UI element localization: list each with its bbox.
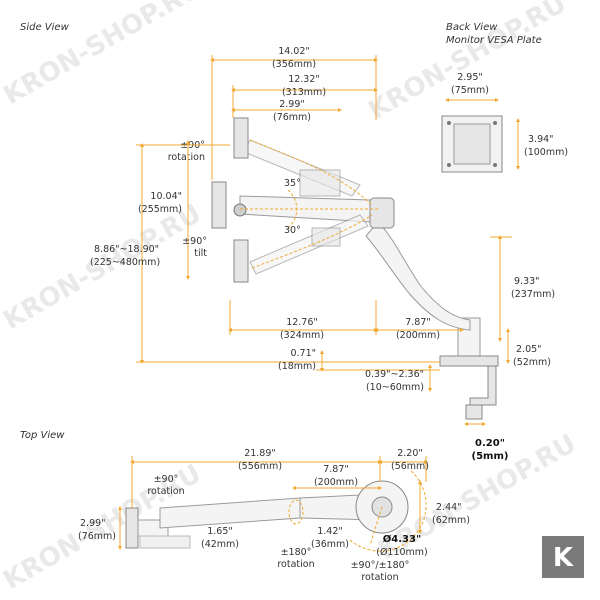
vesa-head-top	[233, 117, 249, 159]
side-mid-width: 12.32"	[288, 74, 320, 85]
tension-housing	[311, 227, 341, 247]
pole-height: 9.33"	[514, 276, 540, 287]
base-height: 2.05"	[516, 344, 542, 355]
top-view-label: Top View	[20, 430, 65, 441]
arm-width-1: 1.65"	[207, 526, 233, 537]
vesa-hole	[447, 163, 451, 167]
tilt-value: ±90°	[182, 236, 207, 247]
base-diameter-mm: (Ø110mm)	[376, 547, 428, 558]
top-rotation: ±90°	[154, 474, 179, 485]
side-dimensions: 14.02" (356mm) 12.32" (313mm) 2.99" (76m…	[90, 46, 555, 462]
logo-square	[542, 536, 584, 578]
back-view-label: Back View	[446, 22, 498, 33]
top-dimensions: 21.89" (556mm) 7.87" (200mm) 2.20" (56mm…	[78, 448, 470, 583]
height-range: 10.04"	[150, 191, 182, 202]
base-thickness-mm: (18mm)	[278, 361, 316, 372]
watermark-1: KRON-SHOP.RU	[0, 0, 206, 111]
side-head-width: 2.99"	[279, 99, 305, 110]
lower-path	[251, 214, 373, 269]
desk-plate	[439, 355, 499, 367]
arm-width-2-mm: (36mm)	[311, 539, 349, 550]
clamp-knob	[465, 404, 483, 420]
top-rotation-label: rotation	[147, 486, 184, 497]
base-rotation-arc	[349, 469, 427, 552]
angle-up: 35°	[284, 178, 301, 189]
raise-path	[249, 139, 373, 206]
spring-housing	[299, 169, 341, 197]
upper-arm-lowered	[249, 214, 369, 275]
pole-height-mm: (237mm)	[511, 289, 555, 300]
vesa-width: 2.95"	[457, 72, 483, 83]
tilt-pivot	[233, 203, 247, 217]
vesa-plate-label: Monitor VESA Plate	[446, 35, 542, 46]
base-width: 2.44"	[436, 502, 462, 513]
vesa-head-bottom	[233, 239, 249, 283]
angle-arc	[287, 189, 298, 229]
top-total: 21.89"	[244, 448, 276, 459]
clamp-min: 0.20"	[475, 438, 505, 449]
watermark-2: KRON-SHOP.RU	[364, 0, 572, 126]
base-rotation: ±90°/±180°	[351, 560, 410, 571]
elbow-joint	[369, 197, 395, 229]
back-view-plate: 2.95" (75mm) 3.94" (100mm)	[441, 72, 568, 173]
mid-rotation-arc	[288, 499, 304, 525]
height-range-mm: (255mm)	[138, 204, 182, 215]
arm-width-2: 1.42"	[317, 526, 343, 537]
k-logo: K	[542, 536, 584, 578]
top-upper-arm	[159, 497, 301, 529]
base-diameter: Ø4.33"	[383, 533, 421, 545]
top-segment: 7.87"	[323, 464, 349, 475]
leader-line	[369, 506, 383, 546]
lower-arm	[365, 221, 471, 331]
clamp-range: 0.39"~2.36"	[365, 369, 424, 380]
top-segment-mm: (200mm)	[314, 477, 358, 488]
top-plate-shadow	[139, 535, 191, 549]
rotation-label: rotation	[168, 152, 205, 163]
side-view-label: Side View	[20, 22, 70, 33]
base-rotation-label: rotation	[361, 572, 398, 583]
side-total-width: 14.02"	[278, 46, 310, 57]
clamp	[469, 365, 497, 406]
vesa-hole	[493, 163, 497, 167]
reach: 12.76"	[286, 317, 318, 328]
vesa-hole	[493, 121, 497, 125]
side-head-width-mm: (76mm)	[273, 112, 311, 123]
top-view-arm	[125, 469, 427, 552]
clamp-range-mm: (10~60mm)	[366, 382, 424, 393]
tilt-label: tilt	[194, 248, 207, 259]
top-plate-height-mm: (76mm)	[78, 531, 116, 542]
angle-down: 30°	[284, 225, 301, 236]
side-total-width-mm: (356mm)	[272, 59, 316, 70]
mid-rotation: ±180°	[281, 547, 312, 558]
vesa-height-mm: (100mm)	[524, 147, 568, 158]
top-plate-height: 2.99"	[80, 518, 106, 529]
side-view-arm	[211, 117, 499, 420]
base-width-mm: (62mm)	[432, 515, 470, 526]
reach-mm: (324mm)	[280, 330, 324, 341]
vesa-hole	[447, 121, 451, 125]
top-vesa-head	[125, 507, 139, 549]
top-end-mm: (56mm)	[391, 461, 429, 472]
arm-width-1-mm: (42mm)	[201, 539, 239, 550]
base-height-mm: (52mm)	[513, 357, 551, 368]
vesa-width-mm: (75mm)	[451, 85, 489, 96]
reach2-mm: (200mm)	[396, 330, 440, 341]
vesa-height: 3.94"	[528, 134, 554, 145]
vesa-plate-center	[453, 123, 491, 165]
reach2: 7.87"	[405, 317, 431, 328]
base-thickness: 0.71"	[290, 348, 316, 359]
mid-rotation-label: rotation	[277, 559, 314, 570]
top-total-mm: (556mm)	[238, 461, 282, 472]
vesa-head-middle	[211, 181, 227, 229]
total-height: 8.86"~18.90"	[94, 244, 159, 255]
side-mid-width-mm: (313mm)	[282, 87, 326, 98]
clamp-min-mm: (5mm)	[472, 451, 509, 462]
total-height-mm: (225~480mm)	[90, 257, 160, 268]
top-end: 2.20"	[397, 448, 423, 459]
logo-letter: K	[553, 543, 574, 573]
